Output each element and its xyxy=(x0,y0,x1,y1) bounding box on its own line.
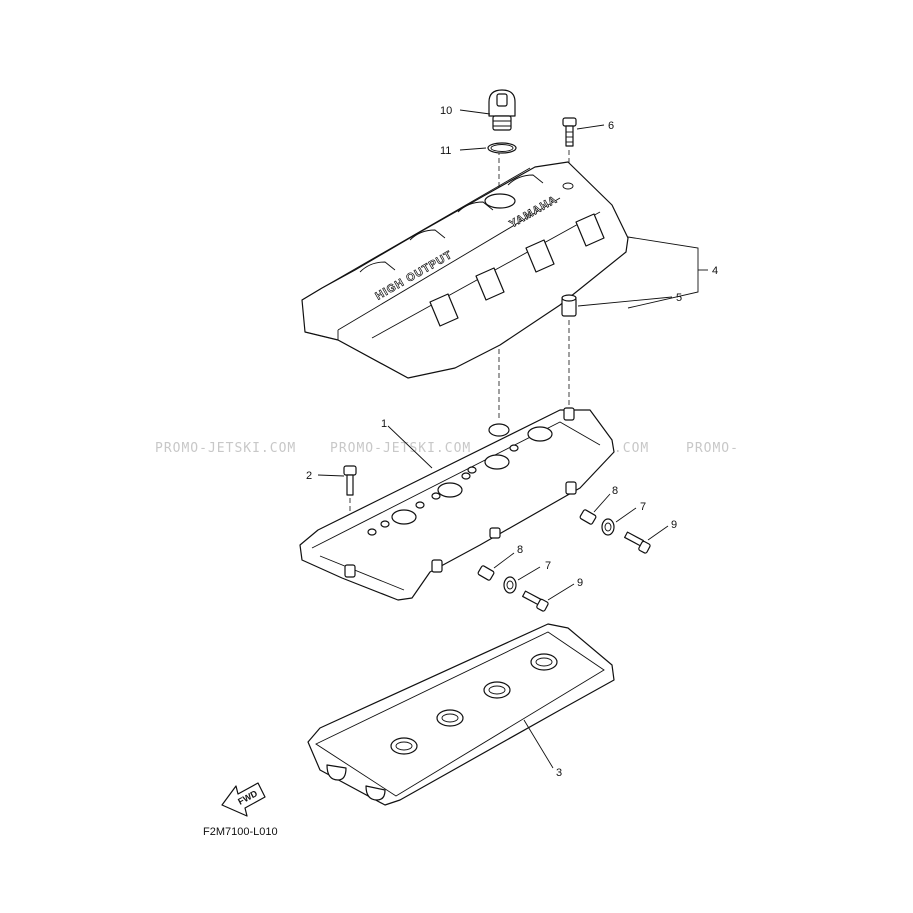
cylinder-head-cover xyxy=(299,407,615,601)
callout-8-right: 8 xyxy=(612,485,618,497)
fastener-set-left xyxy=(477,565,549,612)
oil-filler-cap xyxy=(488,89,516,131)
fwd-arrow-icon: FWD xyxy=(221,782,266,817)
callout-11: 11 xyxy=(440,145,451,157)
callout-labels: 10 11 6 4 5 1 2 8 7 9 8 7 9 3 xyxy=(306,105,718,779)
cover-screw xyxy=(562,117,577,147)
callout-1: 1 xyxy=(381,418,387,430)
watermark-text-4: PROMO- xyxy=(686,441,739,456)
watermark-text-2: PROMO-JETSKI.COM xyxy=(330,441,471,456)
o-ring xyxy=(487,142,517,154)
callout-5: 5 xyxy=(676,292,682,304)
callout-7-right: 7 xyxy=(640,501,646,513)
watermark-text-1: PROMO-JETSKI.COM xyxy=(155,441,296,456)
bolt xyxy=(343,465,357,496)
collar xyxy=(561,294,577,317)
callout-8-left: 8 xyxy=(517,544,523,556)
head-cover-assembly: HIGH OUTPUT YAMAHA xyxy=(301,161,629,379)
callout-7-left: 7 xyxy=(545,560,551,572)
callout-3: 3 xyxy=(556,767,562,779)
callout-9-right: 9 xyxy=(671,519,677,531)
gasket xyxy=(307,623,615,806)
leader-lines xyxy=(317,109,708,769)
drawing-code: F2M7100-L010 xyxy=(203,826,278,838)
callout-10: 10 xyxy=(440,105,452,117)
callout-9-left: 9 xyxy=(577,577,583,589)
callout-2: 2 xyxy=(306,470,312,482)
watermark: PROMO-JETSKI.COM PROMO-JETSKI.COM PROMO-… xyxy=(155,441,739,456)
callout-4: 4 xyxy=(712,265,718,277)
callout-6: 6 xyxy=(608,120,614,132)
fastener-set-right xyxy=(579,509,651,554)
